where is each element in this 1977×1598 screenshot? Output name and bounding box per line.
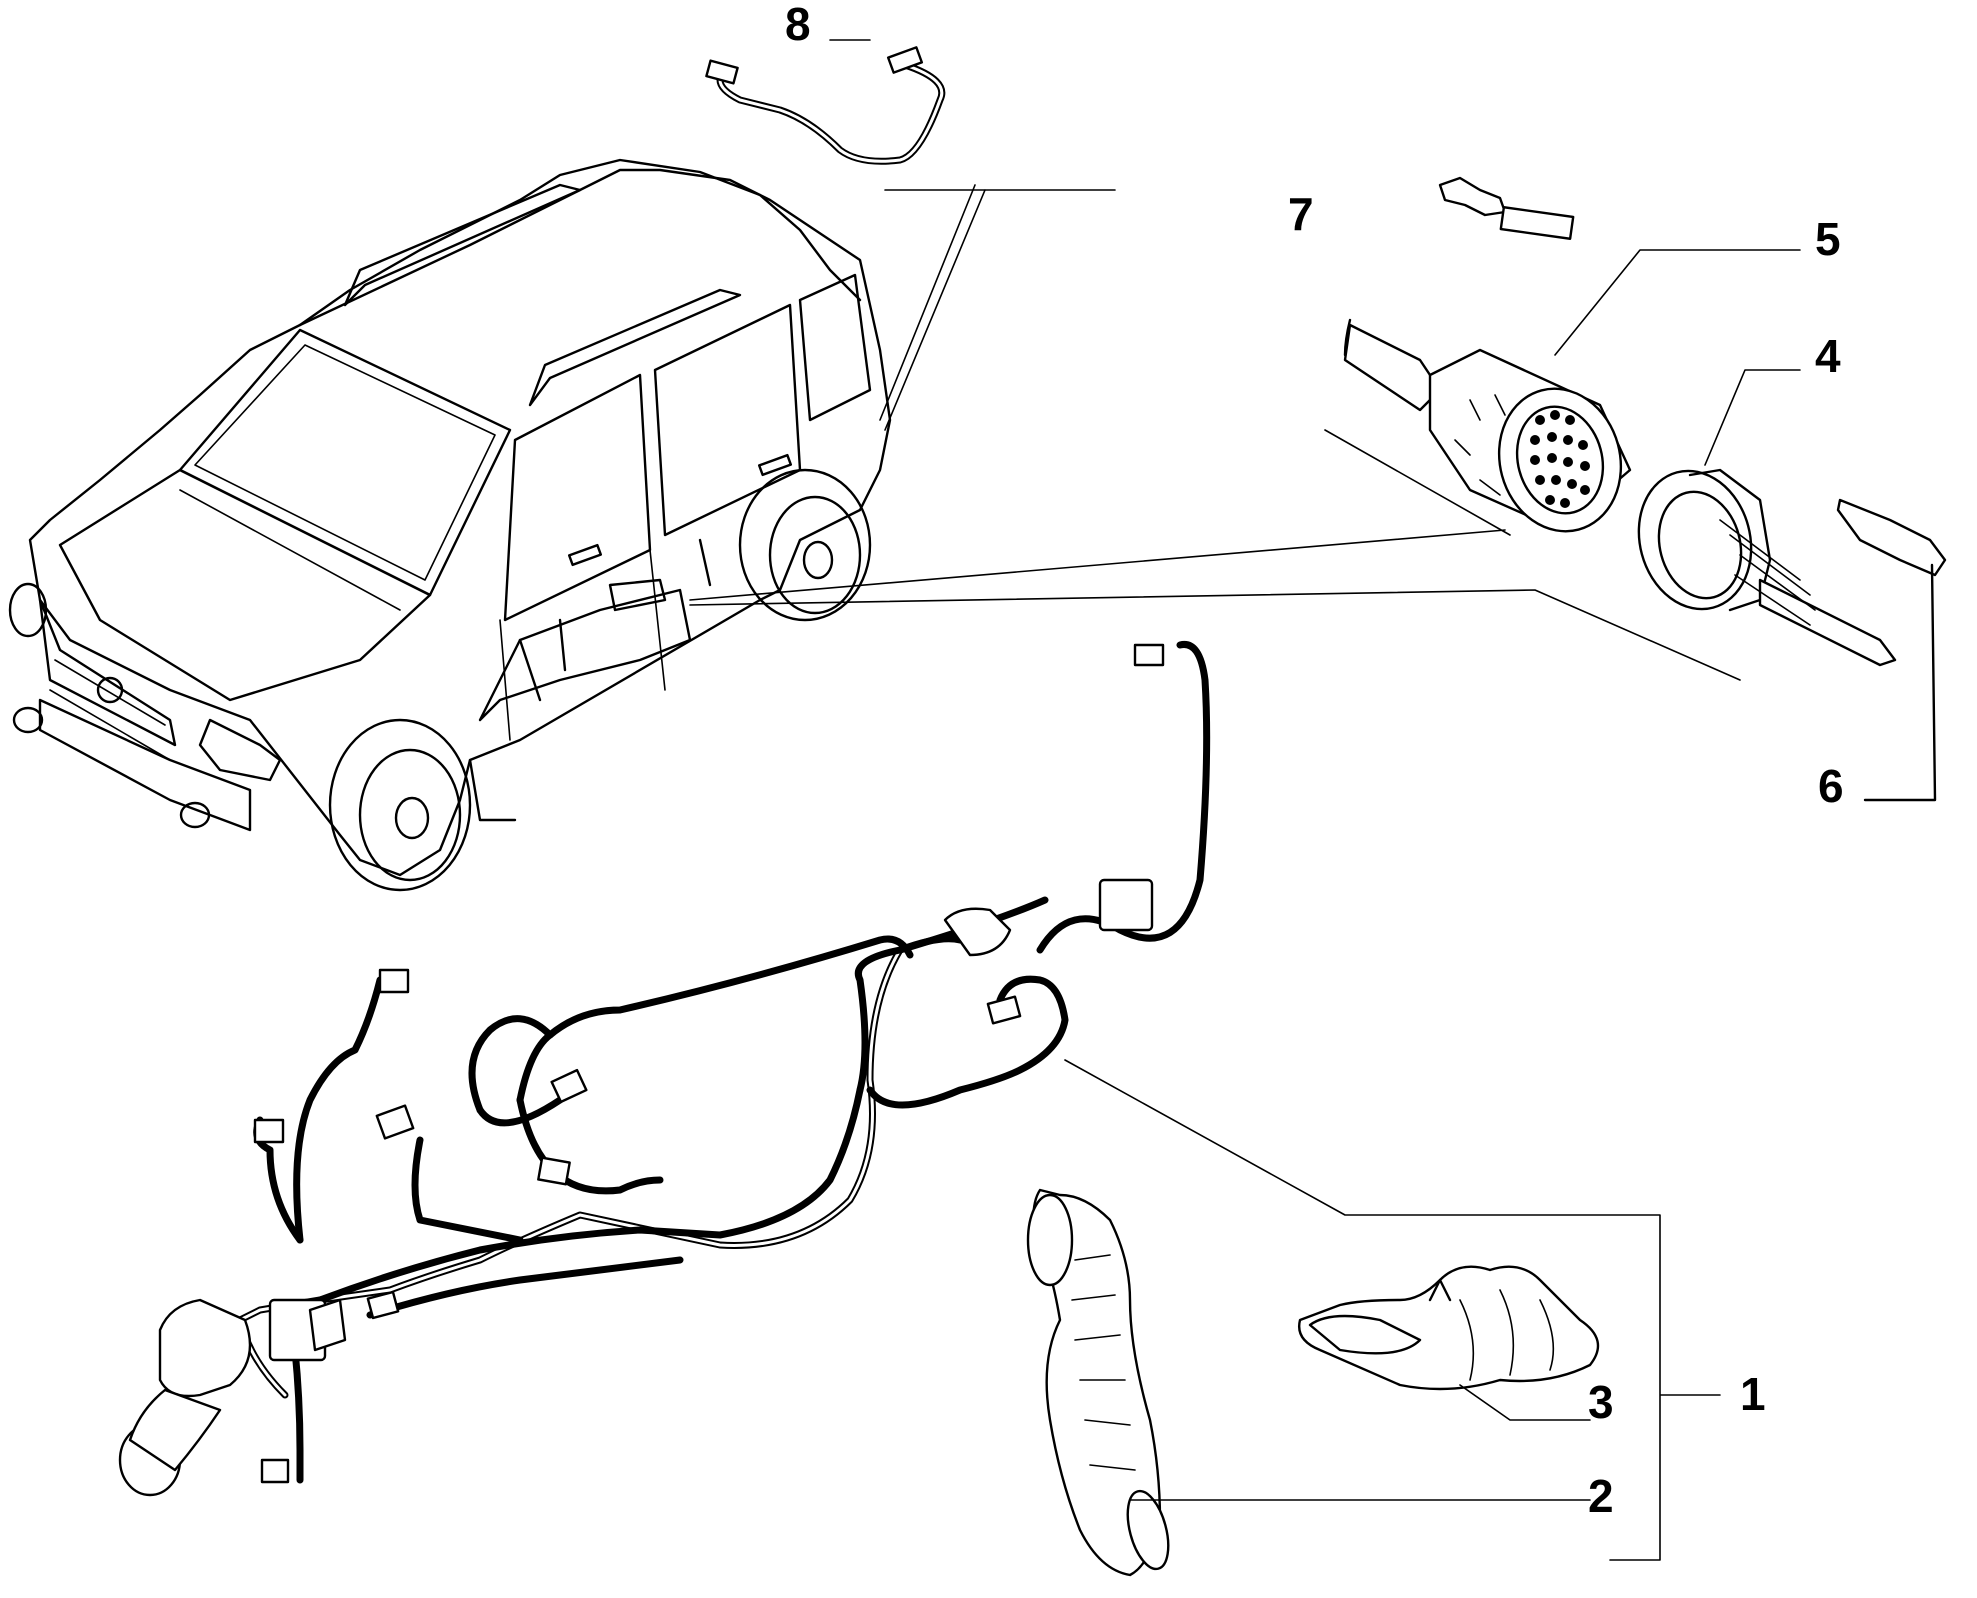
- part-3-boot: [1298, 1265, 1600, 1421]
- part-8-cable: [705, 46, 946, 165]
- callout-1: 1: [1740, 1368, 1766, 1420]
- leader-lines: [689, 39, 1741, 681]
- callout-5: 5: [1815, 213, 1841, 265]
- leader-5: [1554, 249, 1801, 356]
- callout-7: 7: [1288, 188, 1314, 240]
- part-6-pin: [1836, 498, 1947, 802]
- callout-4: 4: [1815, 330, 1841, 382]
- callout-labels: 1 2 3 4 5 6 7 8: [785, 0, 1844, 1522]
- part-7-terminal: [1438, 176, 1575, 240]
- part-2-grommet: [1026, 1188, 1591, 1577]
- vehicle-illustration: [8, 158, 892, 892]
- callout-2: 2: [1588, 1470, 1614, 1522]
- leader-4: [1704, 369, 1801, 466]
- part-1-wiring-harness: [118, 640, 1211, 1497]
- callout-6: 6: [1818, 760, 1844, 812]
- part-5-connector: [1343, 318, 1632, 533]
- part-4-socket: [1637, 468, 1897, 667]
- connector-a: [260, 1458, 290, 1484]
- callout-3: 3: [1588, 1376, 1614, 1428]
- callout-8: 8: [785, 0, 811, 50]
- leader-1: [1064, 1059, 1721, 1561]
